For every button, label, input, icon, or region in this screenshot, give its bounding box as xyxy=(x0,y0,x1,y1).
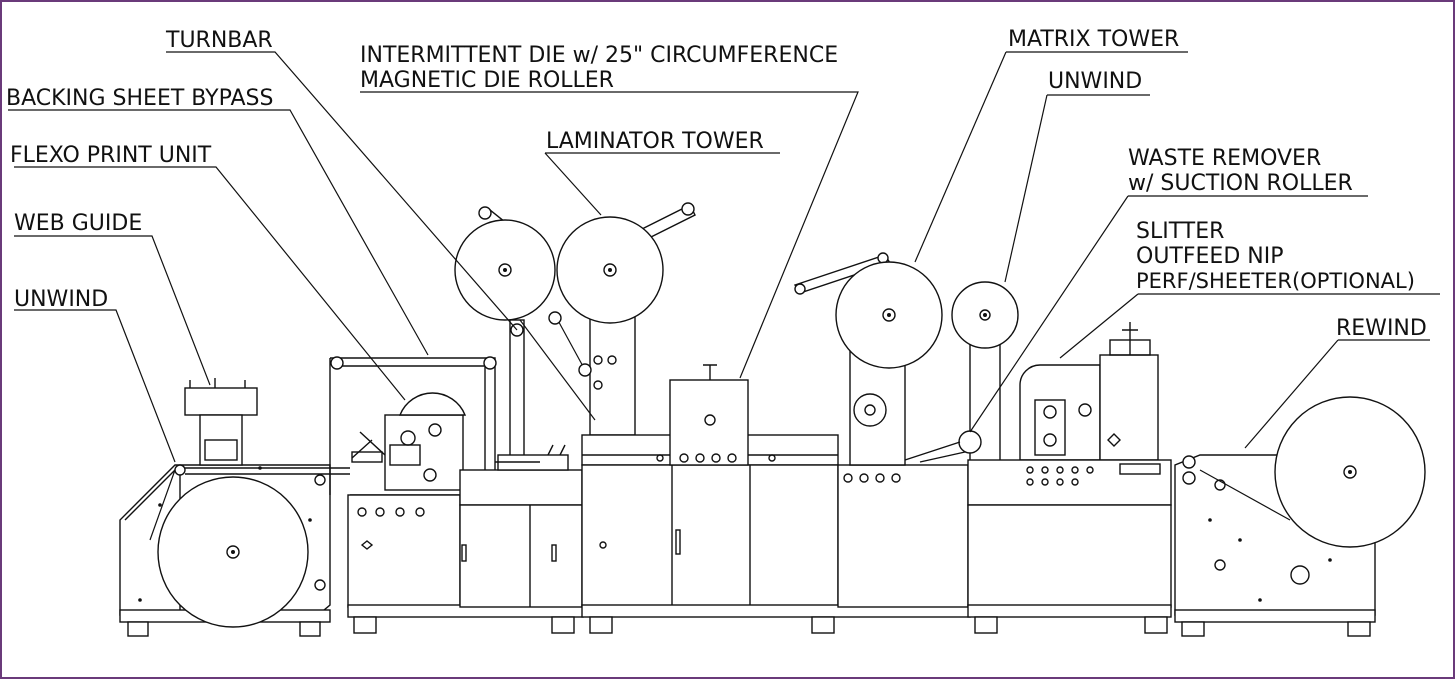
label-unwind-left: UNWIND xyxy=(14,287,108,312)
callout-leaders xyxy=(8,51,1440,463)
slitter-module xyxy=(904,281,1172,634)
rewind-module xyxy=(1174,396,1426,637)
label-slitter-line2: OUTFEED NIP xyxy=(1136,244,1283,269)
label-intermittent-die-line2: MAGNETIC DIE ROLLER xyxy=(360,68,614,93)
matrix-tower xyxy=(793,252,969,608)
label-rewind: REWIND xyxy=(1336,316,1427,341)
label-matrix-tower: MATRIX TOWER xyxy=(1008,27,1179,52)
label-waste-remover-line2: w/ SUCTION ROLLER xyxy=(1128,171,1353,196)
label-web-guide: WEB GUIDE xyxy=(14,211,142,236)
flexo-module xyxy=(329,356,584,634)
label-flexo-print-unit: FLEXO PRINT UNIT xyxy=(10,143,212,168)
die-module xyxy=(459,319,583,608)
label-turnbar: TURNBAR xyxy=(165,28,273,53)
label-slitter-line1: SLITTER xyxy=(1136,219,1224,244)
label-unwind-right: UNWIND xyxy=(1048,69,1142,94)
laminator-tower xyxy=(454,202,696,436)
label-backing-sheet-bypass: BACKING SHEET BYPASS xyxy=(6,86,273,111)
label-intermittent-die-line1: INTERMITTENT DIE w/ 25" CIRCUMFERENCE xyxy=(360,43,838,68)
central-cabinet xyxy=(581,364,971,634)
label-slitter-line3: PERF/SHEETER(OPTIONAL) xyxy=(1136,269,1415,293)
unwind-left-module xyxy=(119,378,350,637)
label-laminator-tower: LAMINATOR TOWER xyxy=(546,129,764,154)
label-waste-remover-line1: WASTE REMOVER xyxy=(1128,146,1321,171)
